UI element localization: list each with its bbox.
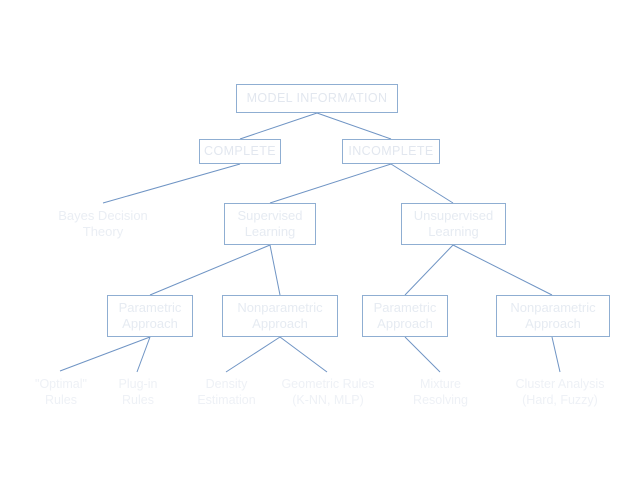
node-incomplete[interactable]: INCOMPLETE — [342, 139, 440, 164]
node-label: INCOMPLETE — [348, 143, 434, 158]
edge-unsupervised-nonparametric — [452, 244, 553, 296]
node-unsupervised-learning[interactable]: Unsupervised Learning — [401, 203, 506, 245]
node-label: "Optimal" Rules — [35, 377, 87, 407]
node-label: Density Estimation — [197, 377, 256, 407]
edge-incomplete-supervised — [269, 163, 392, 204]
node-plug-in-rules: Plug-in Rules — [96, 373, 180, 413]
node-complete[interactable]: COMPLETE — [199, 139, 281, 164]
node-supervised-parametric-approach[interactable]: Parametric Approach — [107, 295, 193, 337]
node-unsupervised-nonparametric-approach[interactable]: Nonparametric Approach — [496, 295, 610, 337]
node-bayes-decision-theory: Bayes Decision Theory — [43, 203, 163, 245]
node-label: Supervised Learning — [237, 207, 303, 239]
node-label: Parametric Approach — [373, 299, 437, 331]
node-label: Parametric Approach — [118, 299, 182, 331]
node-cluster-analysis: Cluster Analysis (Hard, Fuzzy) — [500, 373, 620, 413]
edge-parametric-plugin-rules — [136, 336, 151, 373]
edge-parametric2-mixture-resolving — [404, 336, 441, 373]
node-supervised-nonparametric-approach[interactable]: Nonparametric Approach — [222, 295, 338, 337]
node-supervised-learning[interactable]: Supervised Learning — [224, 203, 316, 245]
edge-nonparametric-geometric-rules — [279, 336, 328, 373]
node-label: Mixture Resolving — [413, 377, 468, 407]
node-label: Nonparametric Approach — [510, 299, 596, 331]
node-optimal-rules: "Optimal" Rules — [14, 373, 108, 413]
edge-supervised-nonparametric — [269, 244, 281, 296]
node-model-information[interactable]: MODEL INFORMATION — [236, 84, 398, 113]
node-label: COMPLETE — [204, 143, 276, 158]
node-label: Cluster Analysis (Hard, Fuzzy) — [515, 377, 605, 407]
edge-supervised-parametric — [149, 244, 271, 296]
node-density-estimation: Density Estimation — [180, 373, 273, 413]
node-label: Bayes Decision Theory — [58, 207, 148, 239]
node-label: Unsupervised Learning — [413, 207, 494, 239]
edge-complete-bayes — [102, 163, 241, 204]
node-geometric-rules: Geometric Rules (K-NN, MLP) — [270, 373, 386, 413]
node-label: Nonparametric Approach — [237, 299, 323, 331]
edge-nonparametric2-cluster-analysis — [551, 336, 561, 373]
edge-nonparametric-density-estimation — [225, 336, 281, 373]
edge-parametric-optimal-rules — [59, 336, 151, 372]
edge-incomplete-unsupervised — [390, 163, 454, 204]
node-mixture-resolving: Mixture Resolving — [396, 373, 485, 413]
node-label: Geometric Rules (K-NN, MLP) — [281, 377, 375, 407]
edge-root-incomplete — [316, 112, 392, 140]
node-label: MODEL INFORMATION — [246, 90, 388, 105]
node-unsupervised-parametric-approach[interactable]: Parametric Approach — [362, 295, 448, 337]
node-label: Plug-in Rules — [118, 377, 158, 407]
edge-unsupervised-parametric — [404, 244, 454, 296]
edge-root-complete — [239, 112, 318, 140]
